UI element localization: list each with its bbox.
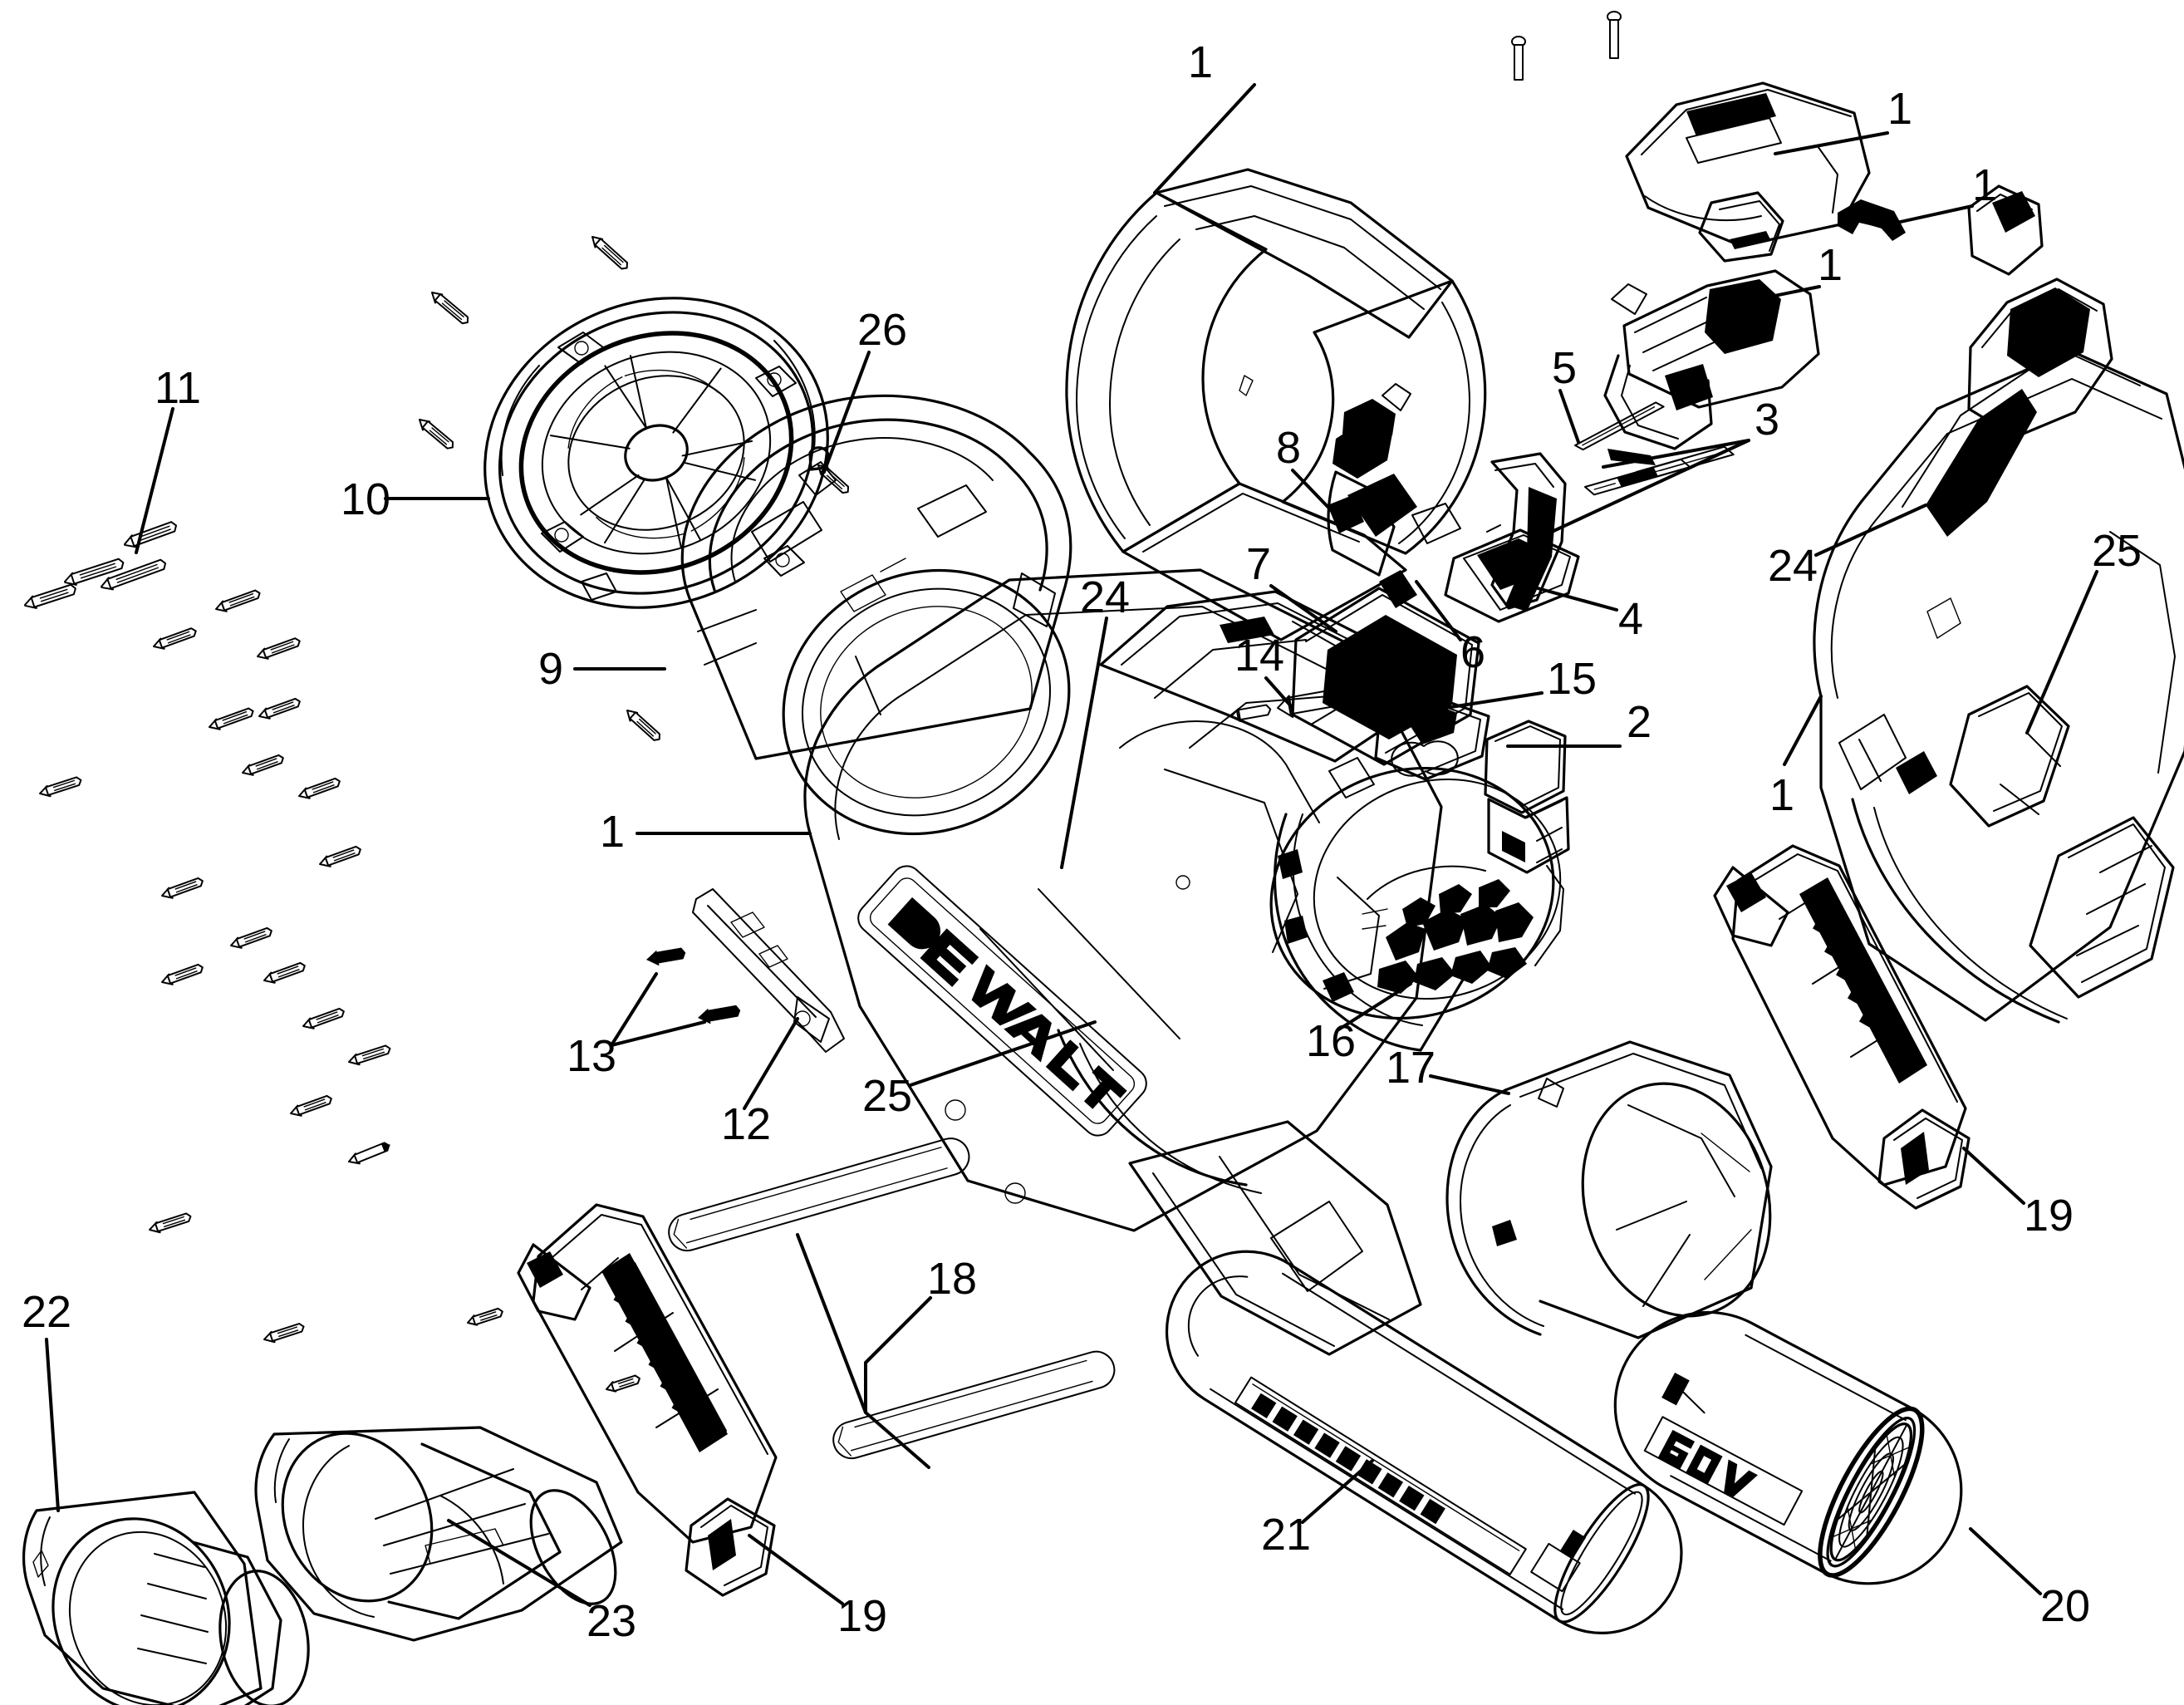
callout-number-22: 22: [22, 1287, 72, 1337]
part-flare-nozzle: [254, 1426, 623, 1642]
part-stator-ring: [1445, 1040, 1773, 1339]
part-handle-grip-right: [1713, 844, 1971, 1210]
callout-number-13: 13: [567, 1031, 617, 1081]
leader-lines-group: [45, 83, 2098, 1607]
callout-number-24: 24: [1080, 572, 1131, 622]
callout-number-20: 20: [2040, 1581, 2091, 1631]
callout-number-26: 26: [857, 305, 908, 355]
callout-number-7: 7: [1246, 539, 1272, 589]
callout-number-25: 25: [2092, 526, 2142, 576]
part-motor-mount-clip: [1374, 696, 1490, 781]
part-wire-connector-set: [1584, 445, 1735, 496]
callout-number-21: 21: [1261, 1510, 1312, 1560]
callout-number-25: 25: [862, 1071, 913, 1121]
part-brushless-motor: [1269, 757, 1564, 1052]
part-blower-tube: [1165, 1250, 1683, 1634]
callout-number-1: 1: [600, 807, 626, 857]
part-concentrator-nozzle: [22, 1491, 310, 1705]
callout-number-3: 3: [1755, 395, 1780, 445]
part-latch-spring: [1838, 199, 1906, 241]
part-slide-pin: [1574, 401, 1665, 451]
screw-field-group: [24, 11, 1622, 1393]
part-rail-bracket-screws: [646, 947, 741, 1024]
callout-number-16: 16: [1306, 1016, 1357, 1066]
part-seal-strips: [668, 1137, 1116, 1460]
callout-number-5: 5: [1552, 343, 1578, 393]
callout-number-8: 8: [1276, 423, 1302, 473]
callout-number-15: 15: [1547, 654, 1598, 704]
part-handle-grip-left: [517, 1203, 778, 1597]
part-electronics-module: [1291, 383, 1480, 766]
callout-number-10: 10: [341, 474, 391, 524]
part-rail-bracket: [692, 888, 845, 1053]
callout-number-2: 2: [1627, 697, 1652, 747]
part-fan-scroll-housing: [680, 394, 1072, 836]
callout-number-17: 17: [1386, 1043, 1436, 1093]
callout-number-12: 12: [721, 1099, 772, 1149]
part-battery-cowl: [1065, 168, 1487, 641]
callout-number-6: 6: [1460, 627, 1486, 677]
callout-number-4: 4: [1618, 594, 1644, 644]
callout-number-19: 19: [2024, 1191, 2074, 1241]
callout-number-11: 11: [155, 363, 202, 413]
callout-number-1: 1: [1769, 770, 1795, 820]
part-outlet-fan-guard: [1613, 1310, 1963, 1585]
callout-number-14: 14: [1234, 631, 1285, 681]
callout-number-18: 18: [927, 1254, 978, 1304]
part-main-housing-right-shell: [1813, 184, 2184, 1024]
part-battery-shroud: [1625, 81, 1871, 263]
callout-number-24: 24: [1768, 541, 1818, 591]
callout-number-9: 9: [538, 644, 564, 694]
callout-number-1: 1: [1818, 240, 1843, 290]
callout-number-23: 23: [586, 1596, 637, 1646]
part-battery-receptacle: [1603, 269, 1820, 450]
callout-number-1: 1: [1972, 160, 1998, 210]
part-switch-module: [1484, 720, 1570, 874]
part-control-pad: [1444, 528, 1580, 623]
callout-number-1: 1: [1188, 37, 1214, 87]
callout-number-1: 1: [1887, 84, 1913, 134]
part-fan-guard: [483, 297, 829, 609]
callout-number-19: 19: [837, 1591, 888, 1641]
